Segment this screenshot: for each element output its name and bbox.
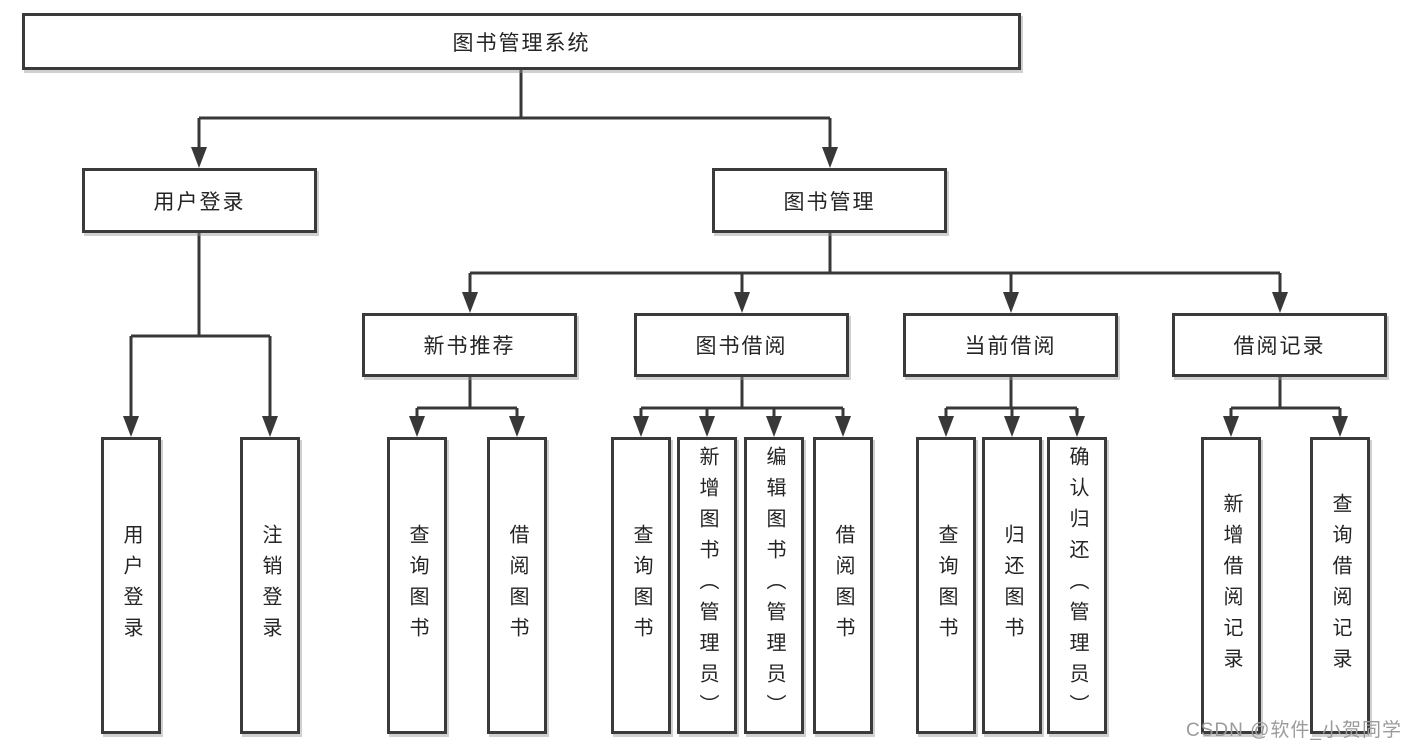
node-borrowing-records-label: 借阅记录: [1233, 335, 1326, 358]
connector-new-book-children: [415, 376, 519, 419]
node-leaf-query-borrow-record-label: 查询借阅记录: [1329, 492, 1351, 679]
node-leaf-borrow-books: 借阅图书: [813, 437, 873, 734]
node-borrowing-records: 借阅记录: [1172, 313, 1387, 377]
node-root-label: 图书管理系统: [452, 31, 591, 55]
node-current-borrowing: 当前借阅: [903, 313, 1118, 377]
connector-current-borrow-children: [944, 376, 1079, 419]
node-leaf-add-books-admin-label: 新增图书（管理员）: [696, 446, 718, 725]
node-leaf-query-books-rec: 查询图书: [387, 437, 447, 734]
node-leaf-borrow-books-rec-label: 借阅图书: [506, 523, 528, 648]
node-book-management-label: 图书管理: [783, 190, 876, 214]
node-leaf-query-books-rec-label: 查询图书: [406, 523, 428, 648]
node-leaf-query-borrow-record: 查询借阅记录: [1310, 437, 1370, 734]
connector-borrow-record-children: [1229, 376, 1342, 419]
arrows-book-borrow-children-icon: [633, 416, 851, 437]
node-leaf-query-books-borrow: 查询图书: [611, 437, 671, 734]
node-leaf-confirm-return-admin: 确认归还（管理员）: [1047, 437, 1107, 734]
node-leaf-borrow-books-label: 借阅图书: [832, 523, 854, 648]
arrows-borrow-record-children-icon: [1223, 416, 1348, 437]
node-leaf-borrow-books-rec: 借阅图书: [487, 437, 547, 734]
connector-book-borrow-children: [639, 376, 845, 419]
arrows-user-login-children-icon: [123, 416, 278, 437]
node-new-book-recommendation-label: 新书推荐: [423, 335, 516, 358]
node-user-login: 用户登录: [82, 168, 317, 233]
node-root: 图书管理系统: [22, 13, 1021, 70]
node-leaf-confirm-return-admin-label: 确认归还（管理员）: [1066, 446, 1088, 725]
node-book-management: 图书管理: [712, 168, 947, 233]
node-leaf-query-books-current-label: 查询图书: [935, 523, 957, 648]
arrows-root-level2-icon: [191, 147, 838, 168]
node-leaf-return-books-label: 归还图书: [1001, 523, 1023, 648]
node-leaf-return-books: 归还图书: [982, 437, 1042, 734]
node-user-login-label: 用户登录: [153, 190, 246, 214]
arrows-new-book-children-icon: [409, 416, 525, 437]
node-current-borrowing-label: 当前借阅: [964, 335, 1057, 358]
node-leaf-query-books-current: 查询图书: [916, 437, 976, 734]
node-leaf-user-login-label: 用户登录: [120, 523, 142, 648]
arrows-book-management-level3-icon: [462, 292, 1288, 313]
node-book-borrowing-label: 图书借阅: [695, 335, 788, 358]
node-leaf-add-borrow-record: 新增借阅记录: [1201, 437, 1261, 734]
node-leaf-logout-label: 注销登录: [259, 523, 281, 648]
connector-book-management-level3: [468, 232, 1282, 295]
node-leaf-edit-books-admin-label: 编辑图书（管理员）: [763, 446, 785, 725]
node-leaf-add-borrow-record-label: 新增借阅记录: [1220, 492, 1242, 679]
csdn-watermark: CSDN @软件_小贺同学: [1186, 720, 1402, 741]
node-new-book-recommendation: 新书推荐: [362, 313, 577, 377]
node-book-borrowing: 图书借阅: [634, 313, 849, 377]
node-leaf-logout: 注销登录: [240, 437, 300, 734]
connector-root-level2: [197, 70, 832, 151]
arrows-current-borrow-children-icon: [938, 416, 1085, 437]
connector-user-login-children: [129, 232, 272, 419]
node-leaf-edit-books-admin: 编辑图书（管理员）: [744, 437, 804, 734]
node-leaf-user-login: 用户登录: [101, 437, 161, 734]
node-leaf-query-books-borrow-label: 查询图书: [630, 523, 652, 648]
node-leaf-add-books-admin: 新增图书（管理员）: [677, 437, 737, 734]
